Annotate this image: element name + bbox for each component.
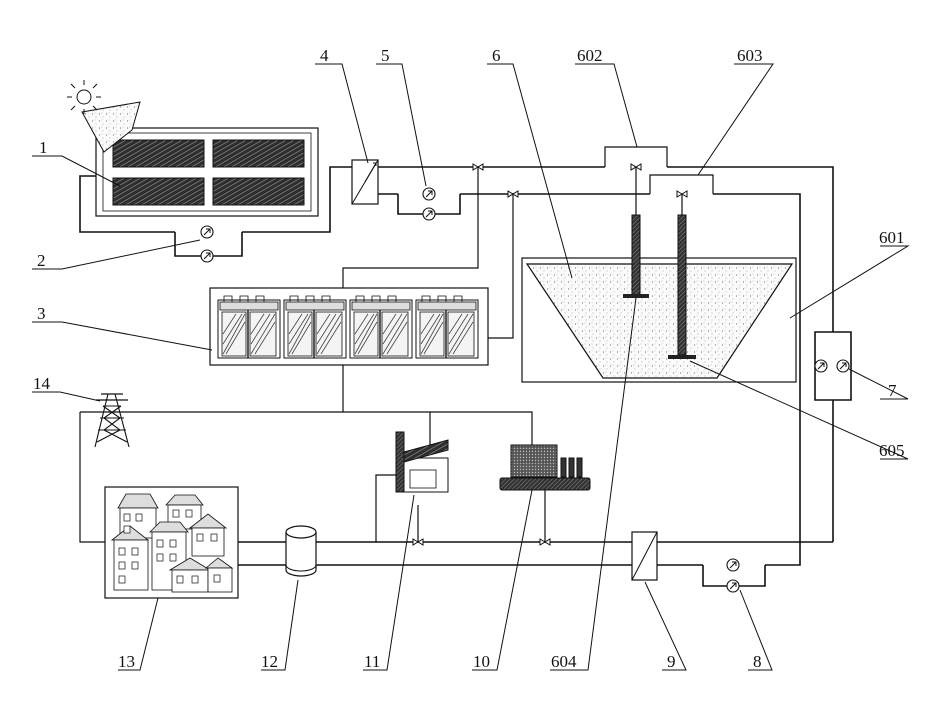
label-605: 605 (879, 441, 905, 460)
water-tank-icon (286, 526, 316, 576)
chiller-return-pipe (488, 194, 513, 338)
label-603: 603 (737, 46, 763, 65)
pump-8-icon (727, 559, 739, 571)
box-603 (650, 175, 713, 194)
heat-exchanger-4 (352, 160, 378, 204)
label-601: 601 (879, 228, 905, 247)
label-604: 604 (551, 652, 577, 671)
label-8: 8 (753, 652, 762, 671)
heat-exchanger-9 (632, 532, 657, 580)
box-602 (605, 147, 667, 167)
label-7: 7 (888, 381, 897, 400)
label-3: 3 (37, 304, 46, 323)
label-9: 9 (667, 652, 676, 671)
pump-5-icon (423, 188, 435, 200)
label-11: 11 (364, 652, 380, 671)
label-602: 602 (577, 46, 603, 65)
pump-2b-icon (201, 250, 213, 262)
pump-7b-icon (837, 360, 849, 372)
pump-8b-icon (727, 580, 739, 592)
pump-5b-icon (423, 208, 435, 220)
label-10: 10 (473, 652, 490, 671)
buildings-icon (105, 487, 238, 598)
pump-2-icon (201, 226, 213, 238)
label-1: 1 (39, 138, 48, 157)
label-13: 13 (118, 652, 135, 671)
pump-7-icon (815, 360, 827, 372)
label-6: 6 (492, 46, 501, 65)
storage-tank (522, 258, 796, 382)
label-2: 2 (37, 251, 46, 270)
label-14: 14 (33, 374, 51, 393)
boiler (396, 432, 448, 492)
power-tower-icon (95, 394, 129, 447)
furnace (500, 445, 590, 490)
chiller-group (210, 288, 488, 365)
label-4: 4 (320, 46, 329, 65)
solar-collector (96, 128, 318, 216)
label-12: 12 (261, 652, 278, 671)
label-5: 5 (381, 46, 390, 65)
